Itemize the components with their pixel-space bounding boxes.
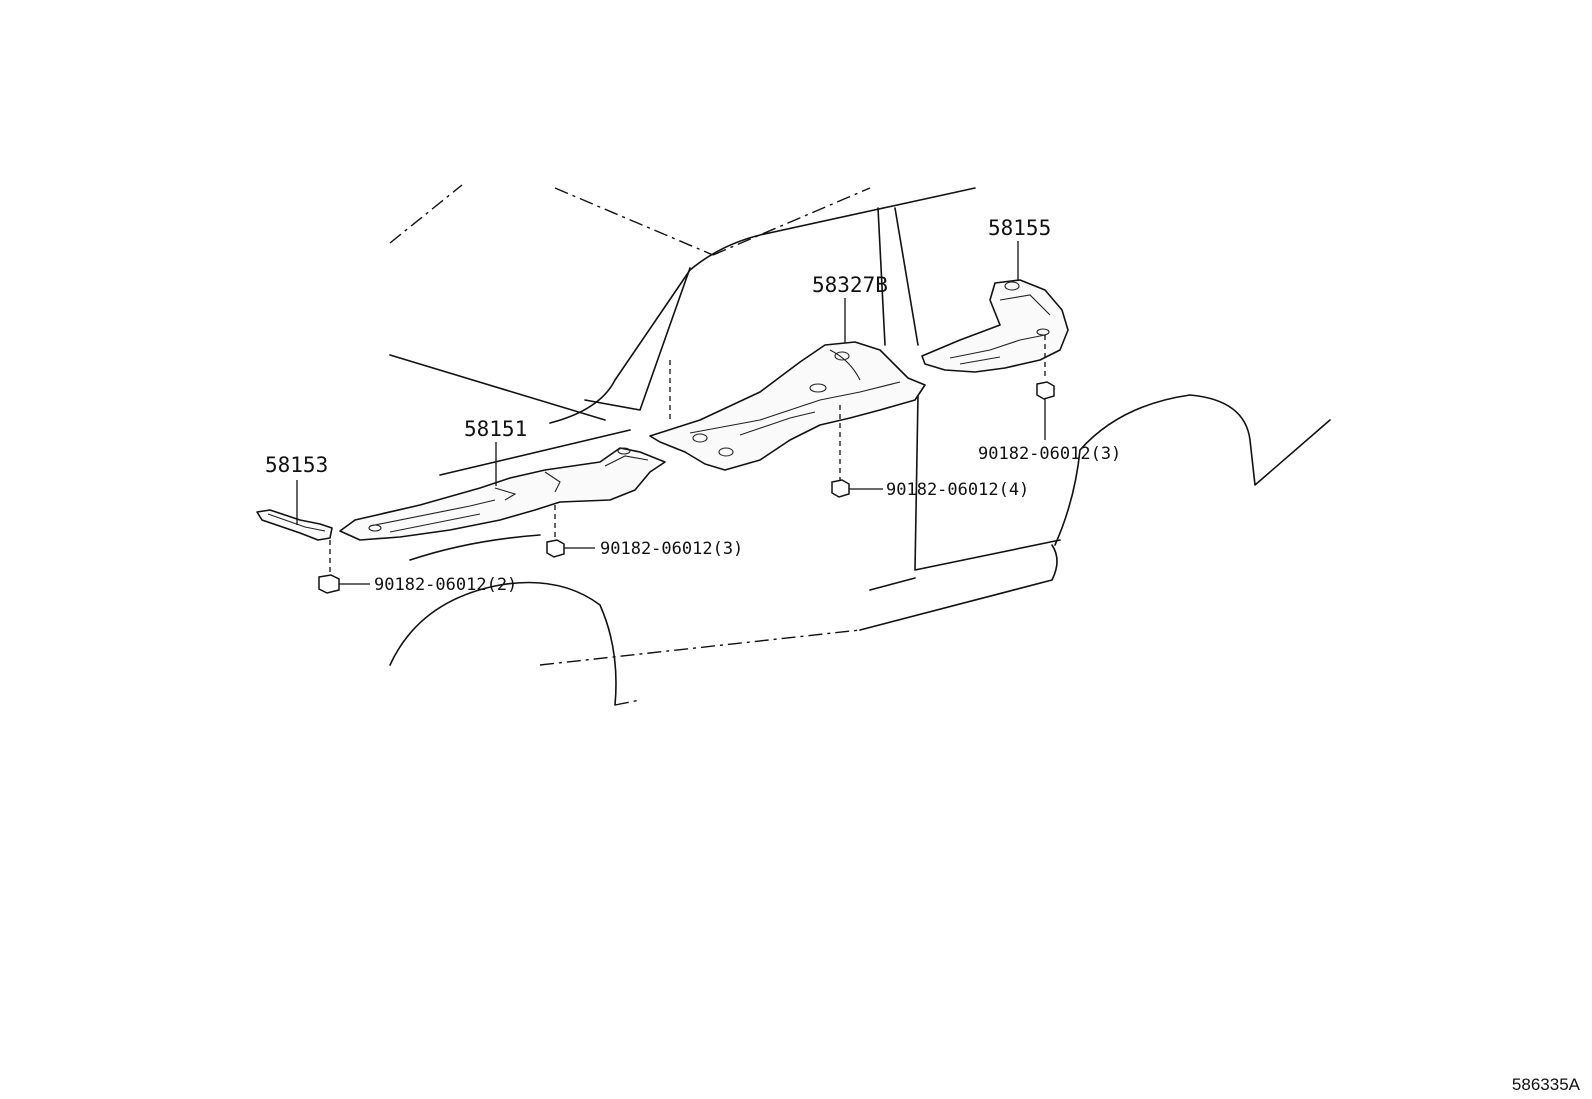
fastener-nut-2	[546, 505, 595, 558]
fastener-nut-3	[831, 405, 883, 498]
fastener-label-4: 90182-06012(3)	[978, 444, 1121, 464]
part-58153-bracket	[256, 509, 333, 541]
part-label-58151: 58151	[464, 417, 527, 441]
part-label-58327B: 58327B	[812, 273, 888, 297]
vehicle-body-outline	[389, 184, 1331, 706]
fastener-nut-4	[1036, 335, 1055, 440]
fastener-label-1: 90182-06012(2)	[374, 575, 517, 595]
part-58155-cover	[921, 279, 1069, 373]
reference-code: 586335A	[1512, 1075, 1581, 1094]
part-label-58153: 58153	[265, 453, 328, 477]
fastener-label-2: 90182-06012(3)	[600, 539, 743, 559]
fastener-label-3: 90182-06012(4)	[886, 480, 1029, 500]
part-58327B-cover	[649, 341, 926, 471]
part-58151-cover	[339, 447, 666, 541]
part-label-58155: 58155	[988, 216, 1051, 240]
fastener-nut-1	[318, 540, 370, 594]
